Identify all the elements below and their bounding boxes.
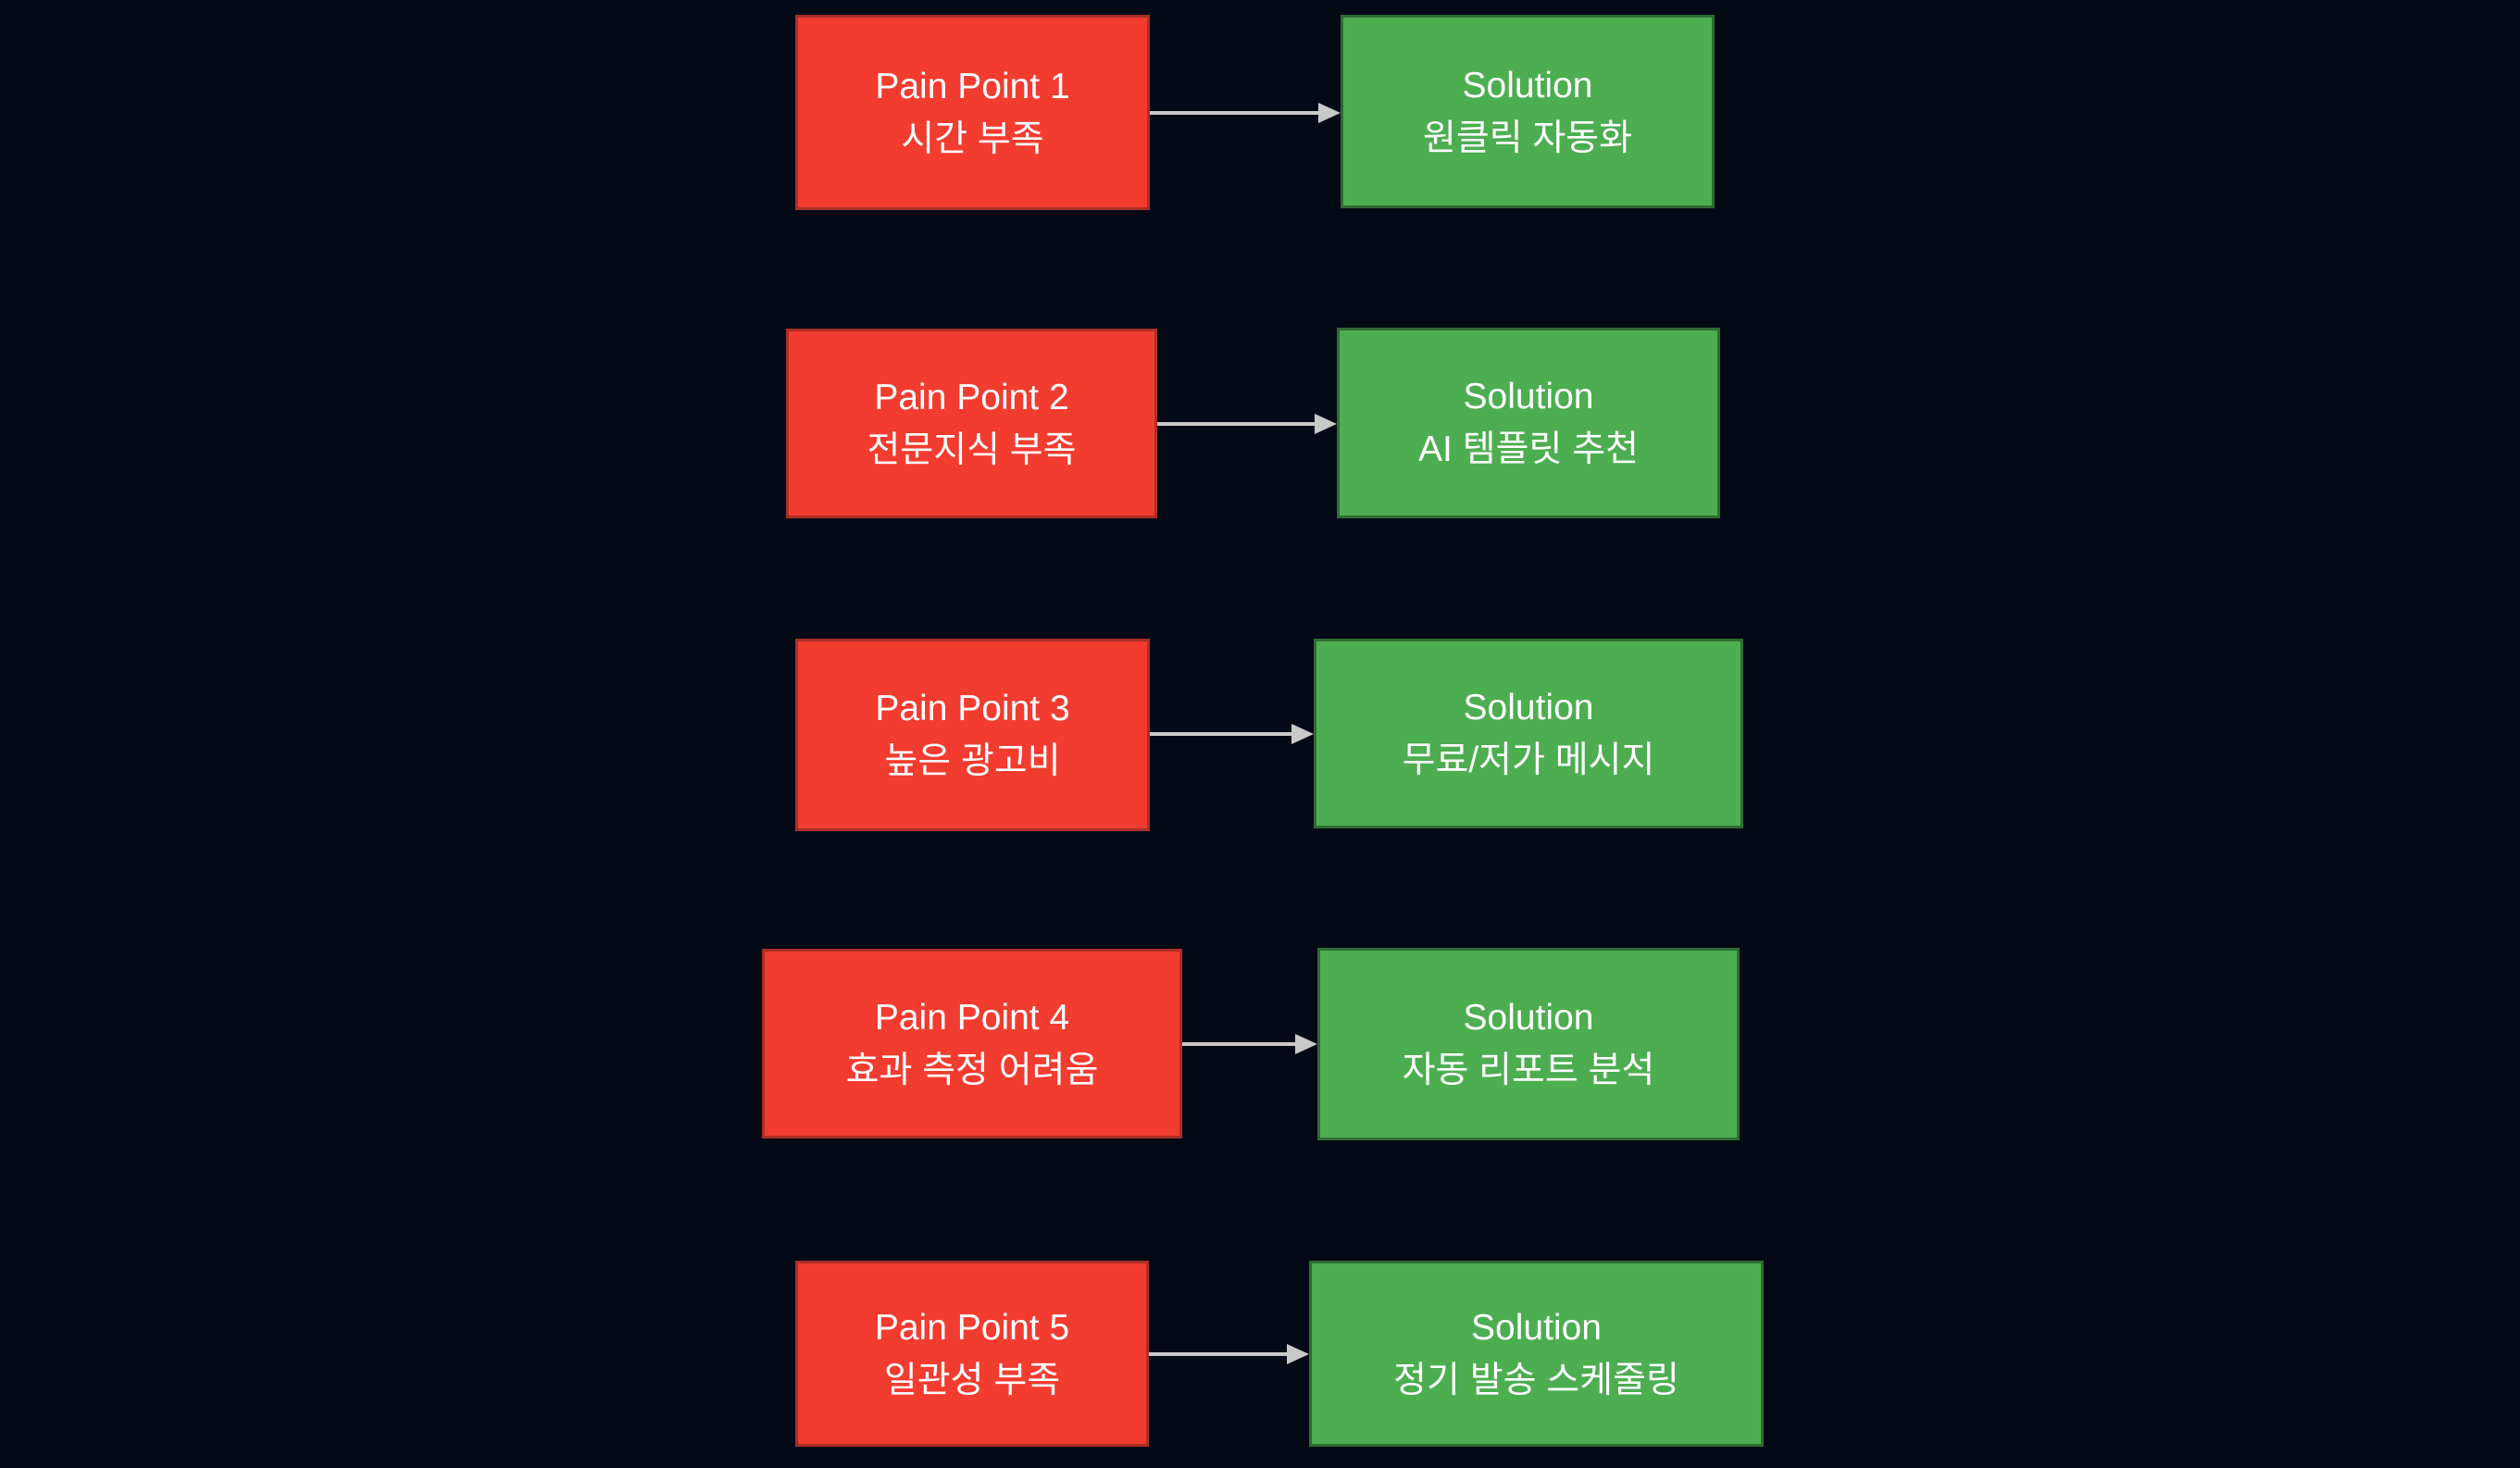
arrow-head-icon — [1318, 103, 1341, 123]
pain-point-title: Pain Point 4 — [874, 997, 1070, 1038]
pain-point-title: Pain Point 2 — [874, 377, 1069, 417]
pain-point-desc: 전문지식 부족 — [867, 429, 1077, 470]
solution-desc: AI 템플릿 추천 — [1418, 429, 1639, 469]
arrow-head-icon — [1287, 1344, 1309, 1364]
arrow-pain4-to-solution4 — [1182, 1034, 1317, 1054]
arrow-head-icon — [1315, 414, 1337, 434]
arrow-shaft — [1150, 111, 1322, 115]
arrow-head-icon — [1295, 1034, 1317, 1054]
solution-desc: 원클릭 자동화 — [1422, 118, 1633, 158]
solution-desc: 정기 발송 스케줄링 — [1393, 1360, 1679, 1400]
pain-point-desc: 높은 광고비 — [884, 741, 1061, 781]
solution-title: Solution — [1462, 65, 1593, 106]
solution-title: Solution — [1471, 1307, 1602, 1348]
arrow-head-icon — [1291, 724, 1314, 744]
pain-point-desc: 시간 부족 — [901, 118, 1044, 159]
pain-point-desc: 일관성 부족 — [883, 1360, 1061, 1400]
pain-point-title: Pain Point 1 — [875, 66, 1070, 106]
arrow-shaft — [1182, 1042, 1299, 1046]
solution-box-1: Solution 원클릭 자동화 — [1341, 15, 1715, 208]
arrow-pain5-to-solution5 — [1149, 1344, 1309, 1364]
pain-point-box-3: Pain Point 3 높은 광고비 — [795, 639, 1150, 831]
solution-title: Solution — [1463, 377, 1594, 417]
arrow-pain2-to-solution2 — [1157, 414, 1337, 434]
solution-box-2: Solution AI 템플릿 추천 — [1337, 328, 1720, 518]
solution-box-5: Solution 정기 발송 스케줄링 — [1309, 1261, 1764, 1447]
solution-desc: 무료/저가 메시지 — [1402, 740, 1655, 780]
pain-point-title: Pain Point 5 — [874, 1307, 1070, 1348]
arrow-pain1-to-solution1 — [1150, 103, 1341, 123]
solution-box-3: Solution 무료/저가 메시지 — [1314, 639, 1743, 828]
pain-point-box-4: Pain Point 4 효과 측정 어려움 — [762, 949, 1182, 1138]
pain-point-box-1: Pain Point 1 시간 부족 — [795, 15, 1150, 210]
arrow-pain3-to-solution3 — [1150, 724, 1314, 744]
arrow-shaft — [1157, 422, 1318, 426]
solution-title: Solution — [1463, 998, 1594, 1038]
arrow-shaft — [1149, 1352, 1291, 1356]
pain-point-title: Pain Point 3 — [875, 689, 1070, 728]
solution-desc: 자동 리포트 분석 — [1402, 1051, 1655, 1090]
arrow-shaft — [1150, 732, 1295, 736]
solution-box-4: Solution 자동 리포트 분석 — [1317, 948, 1740, 1140]
pain-point-desc: 효과 측정 어려움 — [845, 1050, 1099, 1090]
pain-point-box-2: Pain Point 2 전문지식 부족 — [786, 329, 1157, 518]
solution-title: Solution — [1463, 687, 1594, 728]
pain-point-box-5: Pain Point 5 일관성 부족 — [795, 1261, 1149, 1447]
